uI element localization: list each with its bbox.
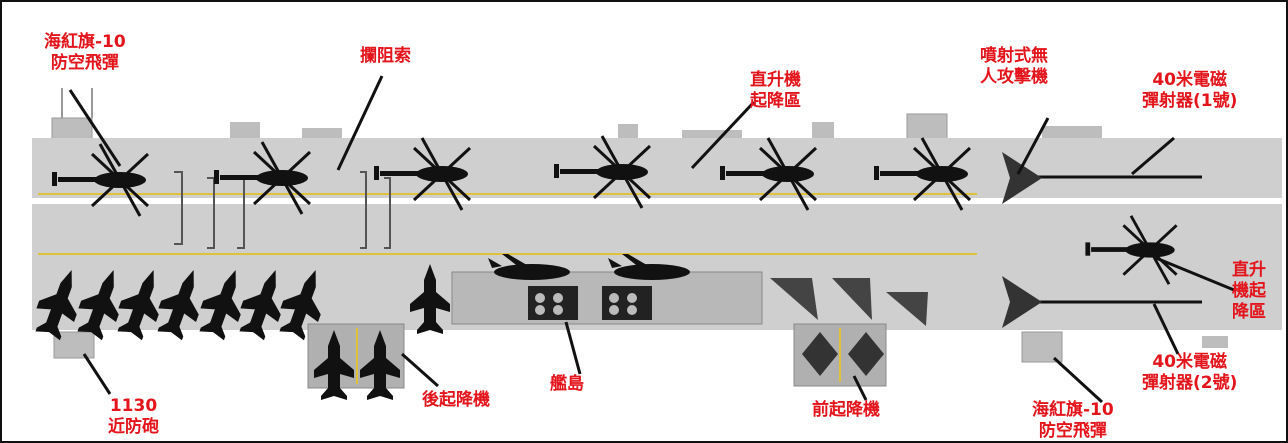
label-line: 40米電磁 [1152, 352, 1228, 372]
label-line: 直升機 [750, 70, 801, 90]
jet-drones [770, 152, 1042, 376]
label-line: 直升 [1232, 260, 1266, 280]
label-line: 機起 [1232, 281, 1266, 301]
jet-drone-icon [770, 278, 818, 320]
catapult-1-label: 40米電磁 彈射器(1號) [1142, 70, 1237, 112]
island-label: 艦島 [550, 374, 584, 395]
label-line: 艦島 [550, 374, 584, 394]
drone-label: 噴射式無 人攻擊機 [980, 46, 1048, 88]
arresting-wires [174, 171, 391, 249]
fwd-elevator-label: 前起降機 [812, 400, 880, 421]
sam-top-label: 海紅旗-10 防空飛彈 [44, 32, 126, 74]
label-line: 前起降機 [812, 400, 880, 420]
label-line: 40米電磁 [1152, 70, 1228, 90]
label-line: 海紅旗-10 [1032, 400, 1114, 420]
sam-bottom-label: 海紅旗-10 防空飛彈 [1032, 400, 1114, 441]
jet-drone-icon [802, 332, 838, 376]
label-line: 近防砲 [108, 417, 159, 437]
jet-drone-icon [1002, 276, 1042, 328]
jet-drone-icon [832, 278, 872, 320]
label-line: 防空飛彈 [50, 53, 119, 73]
jet-drone-icon [886, 292, 928, 326]
label-line: 降區 [1232, 302, 1266, 322]
aft-elevator-label: 後起降機 [422, 390, 490, 411]
jet-drone-icon [848, 332, 884, 376]
label-line: 1130 [109, 396, 158, 416]
flight-deck [32, 88, 1282, 389]
label-line: 彈射器(2號) [1142, 373, 1238, 393]
helipad-top-label: 直升機 起降區 [750, 70, 801, 112]
ciws-label: 1130 近防砲 [108, 396, 159, 438]
label-line: 海紅旗-10 [44, 32, 126, 52]
label-line: 後起降機 [422, 390, 490, 410]
catapult-2-label: 40米電磁 彈射器(2號) [1142, 352, 1237, 394]
arresting-wire-label: 攔阻索 [360, 46, 411, 67]
leader-lines [68, 75, 1235, 404]
helipad-right-label: 直升 機起 降區 [1232, 260, 1266, 323]
sam-sponson-bottom [1021, 331, 1063, 363]
label-line: 防空飛彈 [1038, 421, 1107, 441]
label-line: 人攻擊機 [980, 67, 1048, 87]
jet-drone-icon [1002, 152, 1042, 204]
label-line: 攔阻索 [360, 46, 411, 66]
label-line: 起降區 [750, 91, 801, 111]
label-line: 噴射式無 [980, 46, 1048, 66]
label-line: 彈射器(1號) [1142, 91, 1238, 111]
